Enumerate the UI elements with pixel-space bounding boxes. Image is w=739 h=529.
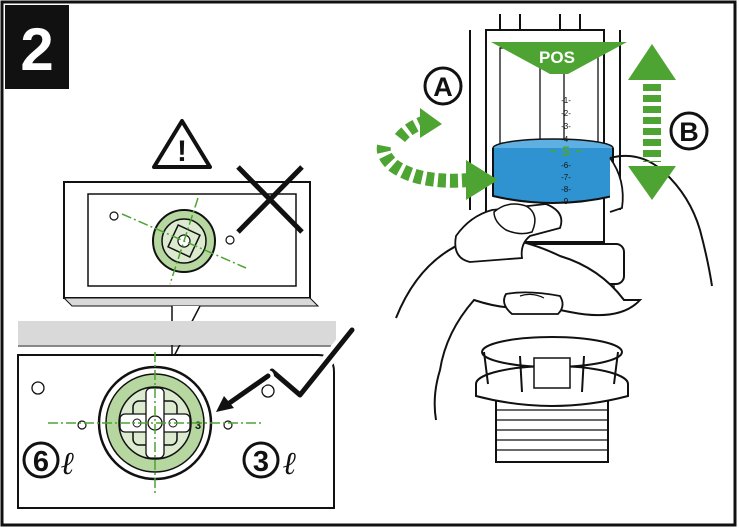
plate-hole: [77, 420, 87, 430]
warning-mark: !: [177, 135, 187, 168]
plate-top-band: [18, 321, 336, 345]
level-scale: -1- -2- -3- -4- 5 -6- -7- -8- -9-: [550, 96, 582, 206]
scale-tick-2: -2-: [561, 109, 571, 118]
volume-6-unit: ℓ: [61, 444, 75, 482]
adjustment-panel: -1- -2- -3- -4- 5 -6- -7- -8- -9- POS: [376, 14, 713, 463]
pos-label: POS: [539, 48, 575, 67]
dial-mark: 3: [195, 420, 201, 432]
scale-tick-7: -7-: [561, 173, 571, 182]
scale-tick-9: -9-: [561, 197, 571, 206]
plate-hole: [261, 384, 275, 398]
thread-lines: [496, 409, 608, 451]
threaded-base: [495, 399, 609, 463]
scale-tick-1: -1-: [561, 96, 571, 105]
step-number: 2: [20, 16, 53, 83]
pointer-arrowhead: [216, 396, 234, 412]
step-badge: [5, 5, 69, 89]
plate-hole: [109, 211, 119, 221]
thumbnail: [493, 203, 536, 235]
plate-hole: [31, 381, 45, 395]
rotate-arrow-a: [376, 108, 498, 200]
blue-float: [492, 148, 614, 204]
height-arrowhead-down: [628, 166, 676, 200]
warning-icon: [152, 119, 212, 169]
wrong-plate-edge: [62, 297, 320, 307]
lower-thumb: [503, 291, 564, 315]
rotate-arrowhead: [466, 160, 498, 200]
scale-tick-3: -3-: [561, 122, 571, 131]
index-finger: [609, 157, 624, 213]
plate-hole: [225, 235, 235, 245]
valve-cage-ribs: [483, 351, 619, 393]
rotate-arrowhead-top: [420, 108, 442, 138]
volume-6-number: 6: [33, 446, 49, 478]
cross-icon: [236, 165, 304, 234]
volume-3-number: 3: [253, 446, 269, 478]
label-b-badge: [669, 111, 709, 151]
scale-tick-4: -4-: [561, 135, 571, 144]
pointer-arrow: [225, 373, 271, 407]
volume-badge-6: [22, 441, 60, 479]
volume-3-unit: ℓ: [283, 444, 297, 482]
height-arrowhead-up: [628, 44, 676, 80]
check-icon: [269, 327, 355, 398]
scale-tick-5: 5: [562, 143, 570, 159]
scale-tick-6: -6-: [561, 161, 571, 170]
scale-tick-8: -8-: [561, 185, 571, 194]
volume-badge-3: [242, 441, 280, 479]
height-arrow-b: [628, 44, 676, 200]
label-a-badge: [423, 66, 463, 106]
plate-hole: [223, 420, 233, 430]
rotate-arrow-body: [376, 144, 471, 188]
label-a: A: [433, 72, 453, 102]
upper-hand-finger: [609, 154, 713, 287]
axis-line: [169, 197, 199, 285]
label-b: B: [679, 117, 699, 147]
pos-arrow: [491, 42, 627, 74]
correct-panel: 3 6 ℓ 3 ℓ: [17, 321, 359, 509]
